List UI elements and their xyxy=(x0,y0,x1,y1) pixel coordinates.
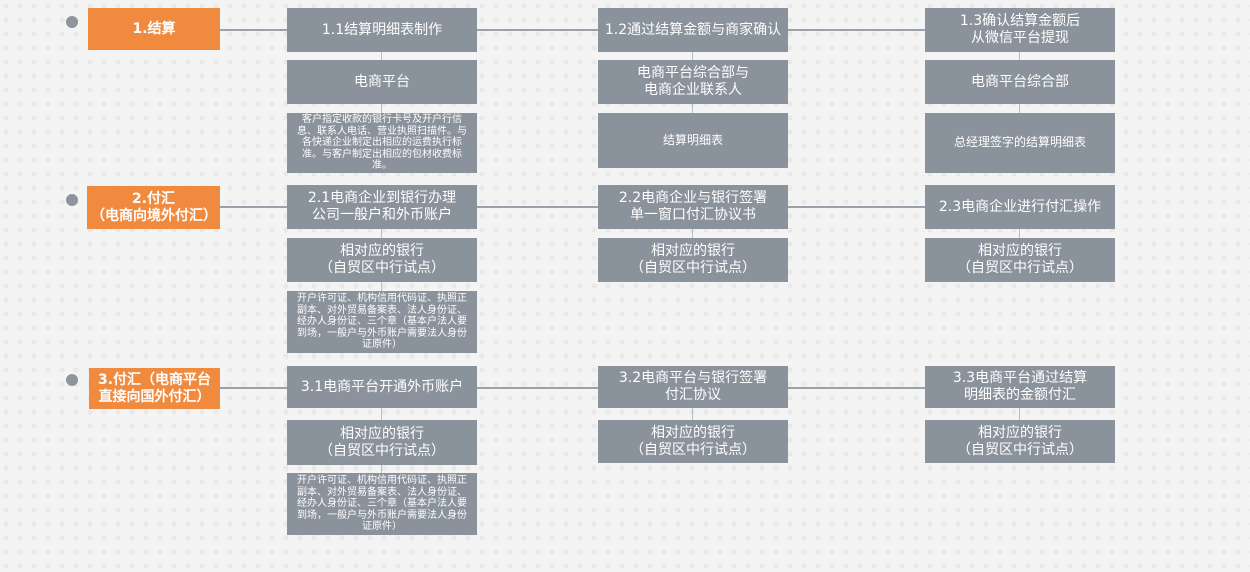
step-3-2-party: 相对应的银行 （自贸区中行试点） xyxy=(598,420,788,463)
col2-connector-c xyxy=(692,229,693,238)
step-3-3-title: 3.3电商平台通过结算 明细表的金额付汇 xyxy=(925,366,1115,408)
col2-connector-b xyxy=(692,104,693,113)
stage-1-label: 1.结算 xyxy=(88,8,220,50)
stage-2-label: 2.付汇 （电商向境外付汇） xyxy=(87,186,220,229)
step-3-3-party: 相对应的银行 （自贸区中行试点） xyxy=(925,420,1115,463)
step-2-3-party: 相对应的银行 （自贸区中行试点） xyxy=(925,238,1115,282)
step-2-1-docs: 开户许可证、机构信用代码证、执照正副本、对外贸易备案表、法人身份证、经办人身份证… xyxy=(287,291,477,353)
step-1-1-title: 1.1结算明细表制作 xyxy=(287,8,477,52)
step-3-1-title: 3.1电商平台开通外币账户 xyxy=(287,366,477,408)
stage-2-dot xyxy=(66,194,78,206)
step-3-2-title: 3.2电商平台与银行签署 付汇协议 xyxy=(598,366,788,408)
step-1-3-title: 1.3确认结算金额后 从微信平台提现 xyxy=(925,8,1115,52)
stage-1-dot xyxy=(66,16,78,28)
stage-3-label: 3.付汇（电商平台 直接向国外付汇） xyxy=(89,368,220,409)
step-1-3-docs: 总经理签字的结算明细表 xyxy=(925,113,1115,173)
step-1-1-docs: 客户指定收款的银行卡号及开户行信息、联系人电话、营业执照扫描件。与各快递企业制定… xyxy=(287,113,477,173)
step-2-3-title: 2.3电商企业进行付汇操作 xyxy=(925,185,1115,229)
step-2-2-party: 相对应的银行 （自贸区中行试点） xyxy=(598,238,788,282)
step-2-1-title: 2.1电商企业到银行办理 公司一般户和外币账户 xyxy=(287,185,477,229)
col3-connector-e xyxy=(1019,408,1020,420)
stage-3-dot xyxy=(66,374,78,386)
step-3-1-party: 相对应的银行 （自贸区中行试点） xyxy=(287,420,477,465)
col3-connector-a xyxy=(1019,52,1020,60)
col1-connector-b xyxy=(381,104,382,113)
col3-connector-c xyxy=(1019,229,1020,238)
step-3-1-docs: 开户许可证、机构信用代码证、执照正副本、对外贸易备案表、法人身份证、经办人身份证… xyxy=(287,473,477,535)
col1-connector-c xyxy=(381,229,382,238)
col1-connector-e xyxy=(381,408,382,420)
step-2-2-title: 2.2电商企业与银行签署 单一窗口付汇协议书 xyxy=(598,185,788,229)
row3-connector xyxy=(220,387,926,389)
step-1-2-docs: 结算明细表 xyxy=(598,113,788,168)
col2-connector-e xyxy=(692,408,693,420)
col2-connector-a xyxy=(692,52,693,60)
step-1-3-party: 电商平台综合部 xyxy=(925,60,1115,104)
col1-connector-d xyxy=(381,282,382,291)
col1-connector-a xyxy=(381,52,382,60)
step-2-1-party: 相对应的银行 （自贸区中行试点） xyxy=(287,238,477,282)
row1-connector xyxy=(220,29,926,31)
step-1-1-party: 电商平台 xyxy=(287,60,477,104)
col1-connector-f xyxy=(381,465,382,473)
col3-connector-b xyxy=(1019,104,1020,113)
row2-connector xyxy=(220,206,926,208)
step-1-2-party: 电商平台综合部与 电商企业联系人 xyxy=(598,60,788,104)
step-1-2-title: 1.2通过结算金额与商家确认 xyxy=(598,8,788,52)
